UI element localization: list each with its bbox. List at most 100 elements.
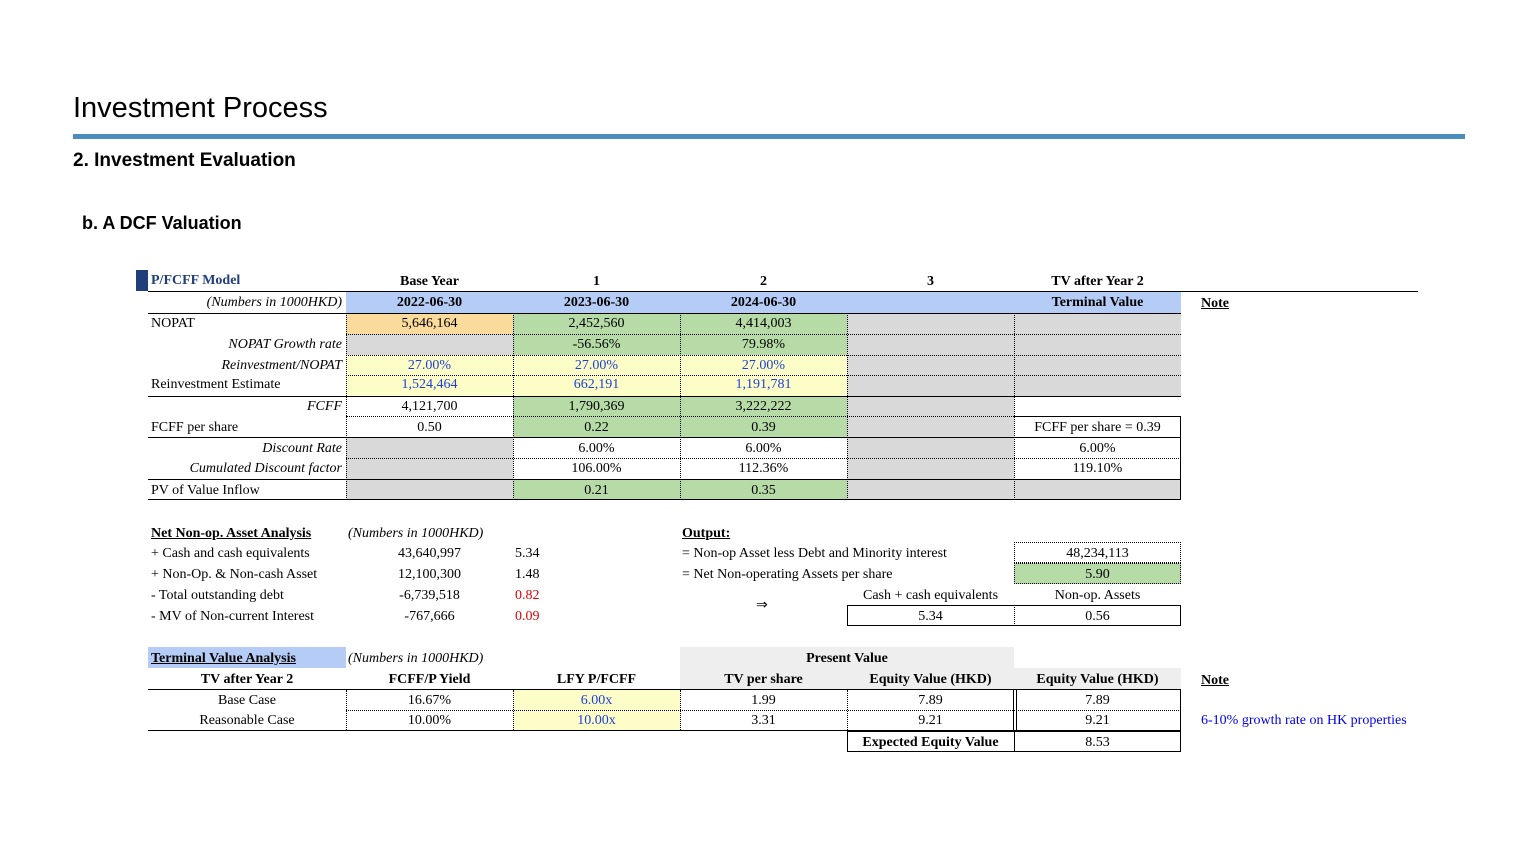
solid-rule (148, 499, 1181, 500)
model-title-marker (136, 270, 148, 291)
equity-header-bg (1014, 668, 1181, 689)
nonop-label: - Total outstanding debt (151, 588, 284, 603)
double-col (1016, 690, 1017, 730)
present-value-band (680, 647, 1014, 689)
dotted-col (513, 690, 514, 730)
tv-header-case: TV after Year 2 (200, 672, 294, 687)
dotted-col (1014, 313, 1015, 500)
cell-fcff-ps-2: 0.39 (751, 420, 776, 435)
cell-nopat-base-bg (346, 313, 513, 334)
solid-rule (148, 437, 1181, 438)
note-header: Note (1201, 296, 1229, 311)
solid-col (1180, 690, 1181, 730)
nonop-per-share: 0.09 (515, 609, 540, 624)
dotted-col (513, 313, 514, 500)
tv-header-yield: FCFF/P Yield (388, 672, 471, 687)
page-title: Investment Process (73, 92, 328, 124)
dotted-rule (346, 375, 1181, 376)
date-base: 2022-06-30 (396, 295, 463, 310)
cell-reinv-ratio-1: 27.00% (574, 358, 619, 373)
arrow-right-icon: ⇒ (756, 598, 768, 613)
tv-header-multiple: LFY P/FCFF (556, 672, 637, 687)
section-heading: 2. Investment Evaluation (73, 150, 296, 171)
output-line1-label: = Non-op Asset less Debt and Minority in… (682, 546, 947, 561)
cell-fcff-base: 4,121,700 (401, 399, 458, 414)
terminal-title-bg (148, 647, 346, 668)
tv-gray-upper (1014, 313, 1181, 396)
row-label-fcff: FCFF (307, 399, 342, 414)
cell-fcff-ps-1: 0.22 (584, 420, 609, 435)
cell-reinv-ratio-base: 27.00% (407, 358, 452, 373)
row-label-reinv-est: Reinvestment Estimate (151, 377, 281, 392)
nonop-value: 43,640,997 (398, 546, 461, 561)
cell-pv-1: 0.21 (584, 483, 609, 498)
solid-col (1014, 731, 1015, 752)
tv-pv-equity: 7.89 (918, 693, 943, 708)
tv-equity: 9.21 (1085, 713, 1110, 728)
tv-pv-equity: 9.21 (918, 713, 943, 728)
units-label: (Numbers in 1000HKD) (206, 295, 342, 310)
model-title: P/FCFF Model (151, 273, 241, 288)
expected-equity-value: 8.53 (1085, 735, 1110, 750)
dotted-col (847, 313, 848, 500)
col-header-2: 2 (760, 274, 767, 289)
tv-per-share: 3.31 (751, 713, 776, 728)
tv-equity: 7.89 (1085, 693, 1110, 708)
split-header-cash: Cash + cash equivalents (862, 588, 999, 603)
tv-note: 6-10% growth rate on HK properties (1201, 713, 1407, 728)
expected-equity-label: Expected Equity Value (862, 735, 999, 750)
cell-reinv-est-1: 662,191 (573, 377, 620, 392)
tv-multiple: 10.00x (577, 713, 616, 728)
tv-yield: 16.67% (407, 693, 452, 708)
terminal-units: (Numbers in 1000HKD) (348, 651, 484, 666)
col-header-base: Base Year (400, 274, 459, 289)
tv-multiple: 6.00x (580, 693, 613, 708)
cell-pv-2: 0.35 (751, 483, 776, 498)
dotted-col (346, 690, 347, 730)
date-tv: Terminal Value (1051, 295, 1144, 310)
cell-fcff-1: 1,790,369 (568, 399, 625, 414)
solid-rule (148, 730, 1181, 731)
nonop-value: -6,739,518 (399, 588, 460, 603)
present-value-header: Present Value (806, 651, 888, 666)
tv-header-tvps: TV per share (724, 672, 803, 687)
output-line2-label: = Net Non-operating Assets per share (682, 567, 893, 582)
tv-header-pv-equity: Equity Value (HKD) (869, 672, 992, 687)
split-header-nonop: Non-op. Assets (1054, 588, 1141, 603)
cell-nopat-1: 2,452,560 (568, 316, 625, 331)
date-header-band (346, 292, 1181, 313)
col-header-3: 3 (927, 274, 934, 289)
cell-reinv-est-2: 1,191,781 (735, 377, 792, 392)
dotted-col (680, 690, 681, 730)
double-col (1013, 690, 1014, 730)
nonop-label: + Non-Op. & Non-cash Asset (151, 567, 318, 582)
output-title: Output: (682, 526, 731, 541)
dotted-rule (346, 458, 1181, 459)
dotted-col (847, 690, 848, 730)
tv-note-header: Note (1201, 673, 1229, 688)
dotted-col (680, 313, 681, 500)
header-rule (148, 291, 1418, 292)
tv-per-share: 1.99 (751, 693, 776, 708)
cell-fcff-2: 3,222,222 (735, 399, 792, 414)
title-rule (73, 134, 1465, 139)
subsection-heading: b. A DCF Valuation (82, 213, 242, 233)
output-line1-box (1014, 542, 1181, 563)
nonop-per-share: 0.82 (515, 588, 540, 603)
output-line2-value: 5.90 (1085, 567, 1110, 582)
dotted-rule (346, 710, 1181, 711)
solid-rule (148, 479, 1181, 480)
row-label-growth: NOPAT Growth rate (228, 337, 342, 352)
dotted-col (1014, 605, 1015, 626)
solid-rule (148, 689, 1181, 690)
split-value-cash: 5.34 (918, 609, 943, 624)
solid-rule (148, 396, 1181, 397)
cell-fcff-ps-base: 0.50 (417, 420, 442, 435)
nonop-units: (Numbers in 1000HKD) (348, 526, 484, 541)
row-label-cum-discount: Cumulated Discount factor (189, 461, 342, 476)
cell-growth-2: 79.98% (741, 337, 786, 352)
date-1: 2023-06-30 (563, 295, 630, 310)
dotted-col (346, 313, 347, 500)
tv-case-label: Base Case (218, 693, 276, 708)
row-label-reinv-ratio: Reinvestment/NOPAT (221, 358, 342, 373)
